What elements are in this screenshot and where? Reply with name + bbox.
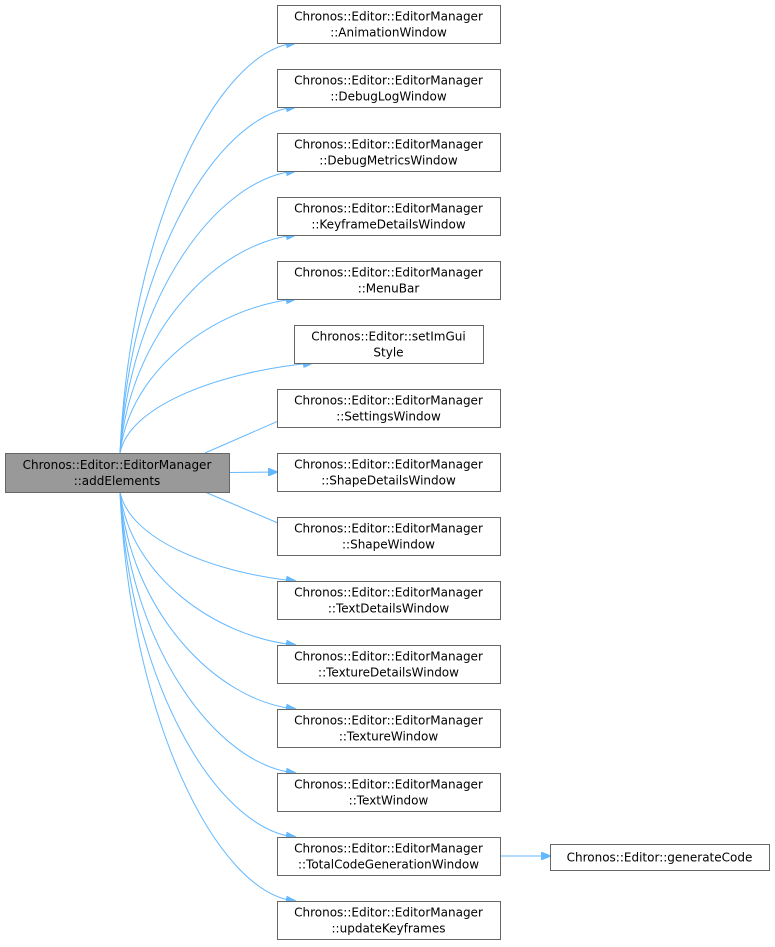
node-label-line: ::DebugMetricsWindow	[319, 154, 458, 168]
node-total-code-generation-window[interactable]: Chronos::Editor::EditorManager::TotalCod…	[277, 837, 501, 876]
node-label-line: Chronos::Editor::EditorManager	[294, 650, 483, 664]
node-box	[277, 133, 501, 172]
node-animation-window[interactable]: Chronos::Editor::EditorManager::Animatio…	[277, 5, 501, 44]
node-box	[277, 581, 501, 620]
node-label-line: ::KeyframeDetailsWindow	[311, 218, 466, 232]
edge-root-to-n5	[119, 363, 312, 454]
node-menu-bar[interactable]: Chronos::Editor::EditorManager::MenuBar	[277, 261, 501, 300]
node-label-line: ::TextureWindow	[339, 730, 439, 744]
node-box	[277, 453, 501, 492]
node-label-line: Chronos::Editor::EditorManager	[294, 10, 483, 24]
node-label-line: Chronos::Editor::EditorManager	[294, 778, 483, 792]
edge-root-to-n9	[119, 491, 295, 581]
node-label-line: Chronos::Editor::EditorManager	[294, 842, 483, 856]
node-label-line: ::TextureDetailsWindow	[318, 666, 459, 680]
edge-root-to-n13	[119, 491, 295, 837]
node-label-line: Chronos::Editor::setImGui	[311, 330, 465, 344]
node-label-line: Chronos::Editor::EditorManager	[294, 138, 483, 152]
node-shape-details-window[interactable]: Chronos::Editor::EditorManager::ShapeDet…	[277, 453, 501, 492]
node-box	[277, 773, 501, 812]
node-layer: Chronos::Editor::EditorManager::addEleme…	[5, 5, 770, 940]
node-text-details-window[interactable]: Chronos::Editor::EditorManager::TextDeta…	[277, 581, 501, 620]
node-label-line: ::MenuBar	[358, 282, 420, 296]
node-box	[277, 261, 501, 300]
node-label-line: Chronos::Editor::EditorManager	[23, 458, 212, 472]
node-box	[277, 517, 501, 556]
node-label-line: Chronos::Editor::EditorManager	[294, 586, 483, 600]
node-box	[277, 645, 501, 684]
edge-root-to-n12	[119, 491, 295, 773]
node-debug-log-window[interactable]: Chronos::Editor::EditorManager::DebugLog…	[277, 69, 501, 108]
node-label-line: ::TotalCodeGenerationWindow	[298, 858, 479, 872]
node-label-line: Chronos::Editor::EditorManager	[294, 394, 483, 408]
node-generate-code[interactable]: Chronos::Editor::generateCode	[550, 844, 770, 871]
node-label-line: Chronos::Editor::EditorManager	[294, 74, 483, 88]
edge-root-to-n2	[119, 171, 295, 454]
node-box	[277, 197, 501, 236]
node-label-line: ::updateKeyframes	[332, 922, 446, 936]
node-label-line: ::TextWindow	[349, 794, 429, 808]
node-texture-details-window[interactable]: Chronos::Editor::EditorManager::TextureD…	[277, 645, 501, 684]
node-box	[277, 709, 501, 748]
edge-root-to-n0	[119, 43, 295, 454]
node-box	[5, 453, 230, 493]
node-box	[277, 69, 501, 108]
node-box	[294, 325, 484, 364]
edge-root-to-n14	[119, 491, 295, 901]
node-label-line: ::AnimationWindow	[330, 26, 447, 40]
node-label-line: ::ShapeWindow	[342, 538, 435, 552]
edge-root-to-n10	[119, 491, 295, 645]
root-node-add-elements[interactable]: Chronos::Editor::EditorManager::addEleme…	[5, 453, 230, 493]
node-box	[277, 5, 501, 44]
edge-root-to-n3	[119, 235, 295, 454]
node-text-window[interactable]: Chronos::Editor::EditorManager::TextWind…	[277, 773, 501, 812]
node-keyframe-details-window[interactable]: Chronos::Editor::EditorManager::Keyframe…	[277, 197, 501, 236]
node-label-line: Chronos::Editor::EditorManager	[294, 266, 483, 280]
node-texture-window[interactable]: Chronos::Editor::EditorManager::TextureW…	[277, 709, 501, 748]
node-label-line: ::TextDetailsWindow	[328, 602, 449, 616]
edge-layer	[119, 43, 550, 901]
node-label-line: Chronos::Editor::EditorManager	[294, 202, 483, 216]
node-label-line: ::SettingsWindow	[336, 410, 441, 424]
node-label-line: Chronos::Editor::generateCode	[567, 851, 753, 865]
node-box	[550, 844, 770, 871]
node-label-line: Chronos::Editor::EditorManager	[294, 458, 483, 472]
edge-root-to-n1	[119, 107, 295, 454]
node-box	[277, 837, 501, 876]
node-shape-window[interactable]: Chronos::Editor::EditorManager::ShapeWin…	[277, 517, 501, 556]
node-label-line: Chronos::Editor::EditorManager	[294, 714, 483, 728]
node-box	[277, 389, 501, 428]
node-box	[277, 901, 501, 940]
edge-root-to-n4	[119, 299, 295, 454]
node-update-keyframes[interactable]: Chronos::Editor::EditorManager::updateKe…	[277, 901, 501, 940]
node-label-line: ::DebugLogWindow	[330, 90, 446, 104]
node-label-line: ::ShapeDetailsWindow	[321, 474, 456, 488]
node-debug-metrics-window[interactable]: Chronos::Editor::EditorManager::DebugMet…	[277, 133, 501, 172]
node-label-line: Chronos::Editor::EditorManager	[294, 906, 483, 920]
edge-root-to-n11	[119, 491, 295, 709]
node-label-line: ::addElements	[74, 474, 161, 488]
node-label-line: Style	[373, 346, 403, 360]
edge-root-to-n7	[228, 472, 277, 473]
node-label-line: Chronos::Editor::EditorManager	[294, 522, 483, 536]
node-settings-window[interactable]: Chronos::Editor::EditorManager::Settings…	[277, 389, 501, 428]
